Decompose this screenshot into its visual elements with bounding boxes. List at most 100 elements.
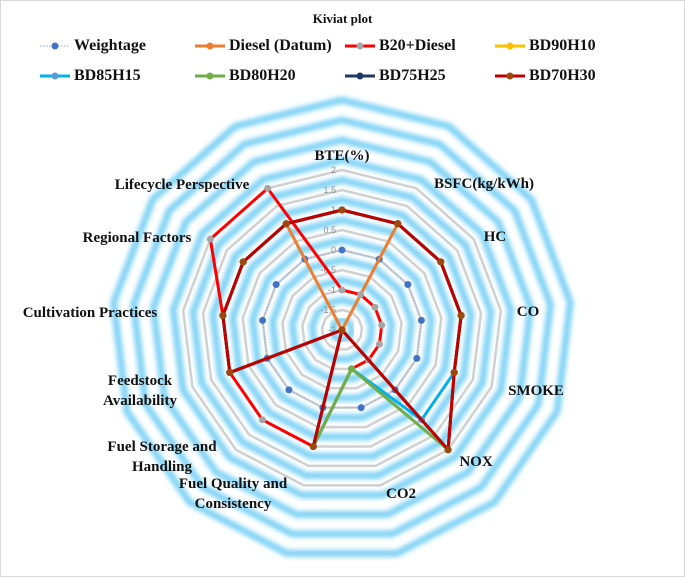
- tick-label: -2: [328, 325, 336, 335]
- data-point: [219, 312, 227, 320]
- chart-title: Kiviat plot: [312, 11, 373, 26]
- legend-label: B20+Diesel: [379, 37, 456, 54]
- tick-label: 2: [331, 165, 336, 175]
- legend-item[interactable]: B20+Diesel: [345, 37, 456, 55]
- legend-label: Weightage: [74, 37, 146, 54]
- axis-label: Fuel Quality and: [179, 476, 288, 492]
- legend-swatch-icon: [195, 42, 225, 50]
- series-layer: [206, 184, 465, 454]
- data-point: [417, 316, 425, 324]
- glow-ring: [209, 196, 475, 460]
- axis-label: HC: [484, 229, 507, 245]
- legend-swatch-icon: [345, 42, 375, 50]
- legend-swatch-icon: [495, 72, 525, 80]
- glow-ring: [149, 136, 535, 518]
- glow-ring: [308, 296, 376, 363]
- axis-label: Cultivation Practices: [23, 305, 158, 321]
- glow-ring: [288, 276, 396, 383]
- legend-item[interactable]: BD90H10: [495, 37, 596, 55]
- tick-label: -1.5: [320, 305, 336, 315]
- legend-label: BD70H30: [529, 67, 596, 84]
- data-point: [357, 404, 365, 412]
- glow-ring: [229, 216, 455, 441]
- legend-label: BD80H20: [229, 67, 296, 84]
- legend-label: BD75H25: [379, 67, 446, 84]
- legend-item[interactable]: Diesel (Datum): [195, 37, 332, 55]
- legend-swatch-icon: [345, 72, 375, 80]
- grid-ring: [181, 168, 503, 487]
- series-bd70h30: [219, 206, 465, 454]
- tick-label: -1: [328, 285, 336, 295]
- data-point: [282, 220, 290, 228]
- data-point: [338, 326, 346, 334]
- legend-swatch-icon: [495, 42, 525, 50]
- data-point: [457, 312, 465, 320]
- axis-label: BSFC(kg/kWh): [434, 176, 534, 192]
- legend-label: BD90H10: [529, 37, 596, 54]
- data-point: [258, 416, 266, 424]
- legend-item[interactable]: BD70H30: [495, 67, 596, 85]
- legend-item[interactable]: BD75H25: [345, 67, 446, 85]
- tick-label: 0.5: [323, 225, 336, 235]
- tick-label: 1: [331, 205, 336, 215]
- data-point: [285, 386, 293, 394]
- axis-label: NOX: [459, 454, 493, 470]
- data-point: [371, 303, 379, 311]
- data-point: [338, 286, 346, 294]
- data-point: [272, 281, 280, 289]
- legend-swatch-icon: [40, 42, 70, 50]
- data-point: [437, 258, 445, 266]
- glow-ring: [129, 116, 555, 538]
- data-point: [444, 446, 452, 454]
- data-point: [404, 281, 412, 289]
- data-point: [413, 354, 421, 362]
- data-point: [338, 206, 346, 214]
- axis-label: Fuel Storage and: [107, 439, 217, 455]
- legend-item[interactable]: BD85H15: [40, 67, 141, 85]
- glow-ring: [328, 316, 356, 344]
- data-point: [206, 235, 214, 243]
- grid-ring: [241, 228, 443, 429]
- axis-label: CO: [517, 304, 540, 320]
- tick-label: 1.5: [323, 185, 336, 195]
- series-weightage: [259, 246, 425, 412]
- data-point: [348, 365, 356, 373]
- glow-ring: [268, 256, 416, 402]
- axis-label: Lifecycle Perspective: [115, 177, 250, 193]
- axis-label: Consistency: [195, 496, 272, 512]
- axis-label: BTE(%): [314, 148, 369, 164]
- data-point: [394, 220, 402, 228]
- data-point: [375, 340, 383, 348]
- legend-item[interactable]: BD80H20: [195, 67, 296, 85]
- axis-label: Regional Factors: [83, 230, 192, 246]
- axis-label: Availability: [103, 393, 177, 409]
- series-line: [262, 249, 422, 409]
- axis-label: Handling: [132, 459, 193, 475]
- grid-ring: [201, 188, 483, 468]
- axis-label: CO2: [386, 486, 416, 502]
- data-point: [378, 321, 386, 329]
- legend-label: Diesel (Datum): [229, 37, 332, 54]
- data-point: [338, 246, 346, 254]
- data-point: [309, 443, 317, 451]
- series-line: [221, 208, 463, 452]
- grid-ring: [320, 308, 364, 351]
- glow-ring: [249, 236, 435, 421]
- axis-label: SMOKE: [508, 383, 564, 399]
- glow-ring: [110, 96, 574, 557]
- axis-labels: BTE(%) BSFC(kg/kWh) HC CO SMOKE NOX CO2 Fuel Qu…: [23, 148, 564, 512]
- legend-swatch-icon: [195, 72, 225, 80]
- legend-item[interactable]: Weightage: [40, 37, 146, 55]
- data-point: [226, 369, 234, 377]
- data-point: [259, 316, 267, 324]
- legend-label: BD85H15: [74, 67, 141, 84]
- data-point: [357, 291, 365, 299]
- glow-ring: [169, 156, 515, 499]
- tick-label: 0: [331, 245, 336, 255]
- data-point: [264, 184, 272, 192]
- data-point: [450, 369, 458, 377]
- legend-swatch-icon: [40, 72, 70, 80]
- axis-label: Feedstock: [108, 373, 173, 389]
- data-point: [239, 258, 247, 266]
